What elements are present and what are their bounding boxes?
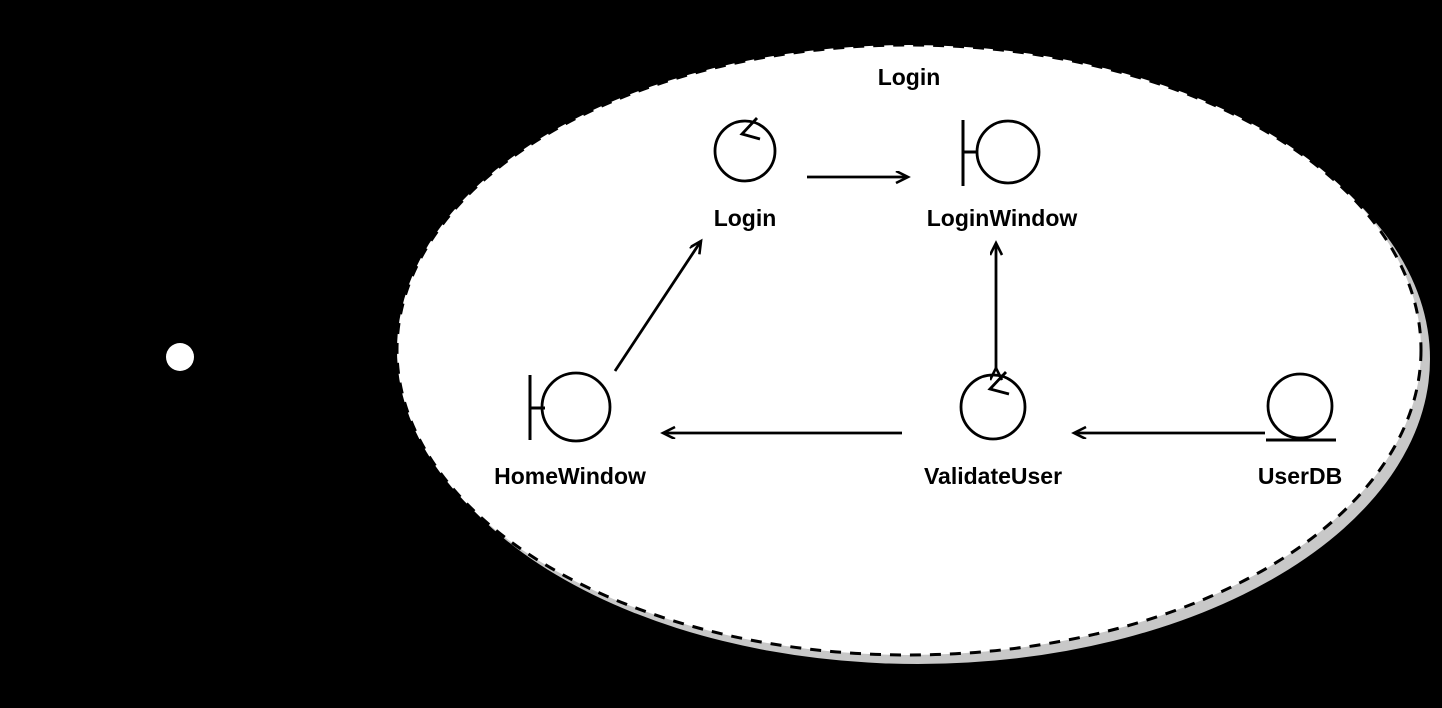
node-label-userdb: UserDB (1258, 463, 1342, 489)
package-title: Login (878, 64, 941, 90)
node-label-login: Login (714, 205, 777, 231)
actor-head-icon[interactable] (166, 343, 194, 371)
node-loginwindow[interactable]: LoginWindow (927, 119, 1078, 231)
node-userdb[interactable]: UserDB (1258, 372, 1342, 489)
boundary-icon (961, 119, 1041, 186)
node-label-validateuser: ValidateUser (924, 463, 1062, 489)
edge-homewindow-to-login[interactable] (613, 241, 701, 372)
package-boundary-ellipse[interactable] (395, 43, 1423, 657)
entity-icon (1266, 372, 1336, 442)
node-label-loginwindow: LoginWindow (927, 205, 1078, 231)
node-validateuser[interactable]: ValidateUser (924, 371, 1062, 489)
node-homewindow[interactable]: HomeWindow (494, 371, 646, 489)
boundary-icon (528, 371, 612, 443)
node-login[interactable]: Login (713, 117, 777, 231)
control-icon (959, 371, 1027, 441)
edge-line (613, 241, 701, 372)
node-label-homewindow: HomeWindow (494, 463, 646, 489)
control-icon (713, 117, 777, 183)
